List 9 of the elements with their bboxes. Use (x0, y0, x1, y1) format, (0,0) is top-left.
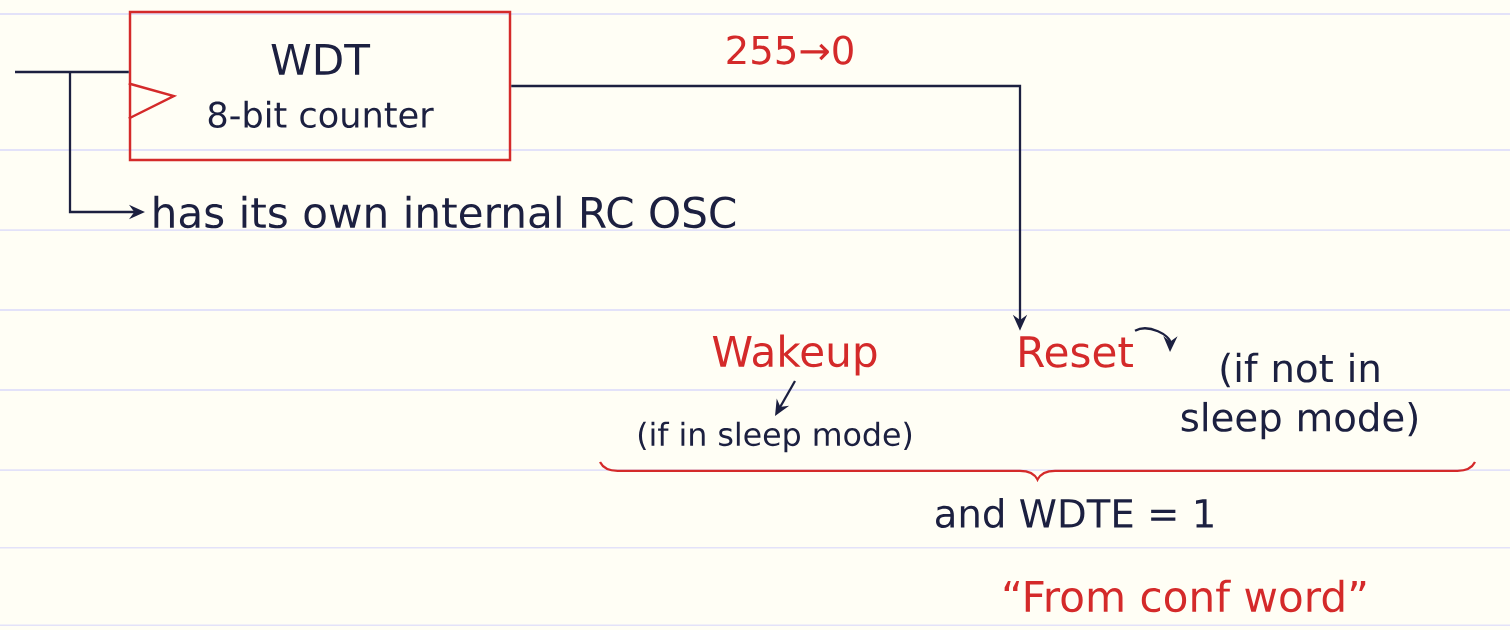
reset-text: Reset (1020, 336, 1133, 368)
and-text: and WDTE = 1 (936, 498, 1213, 528)
condition-text: (if not in sleep mode) (1181, 352, 1417, 440)
wakeup-text: Wakeup (712, 334, 877, 376)
condition-text: (if in sleep mode) (638, 421, 912, 453)
counter-box: WDT 8-bit counter (128, 10, 512, 162)
note-text: has its own internal RC OSC (154, 195, 736, 229)
note-text: “From conf word” (1004, 579, 1366, 613)
edge-label: 255→0 (722, 33, 858, 67)
